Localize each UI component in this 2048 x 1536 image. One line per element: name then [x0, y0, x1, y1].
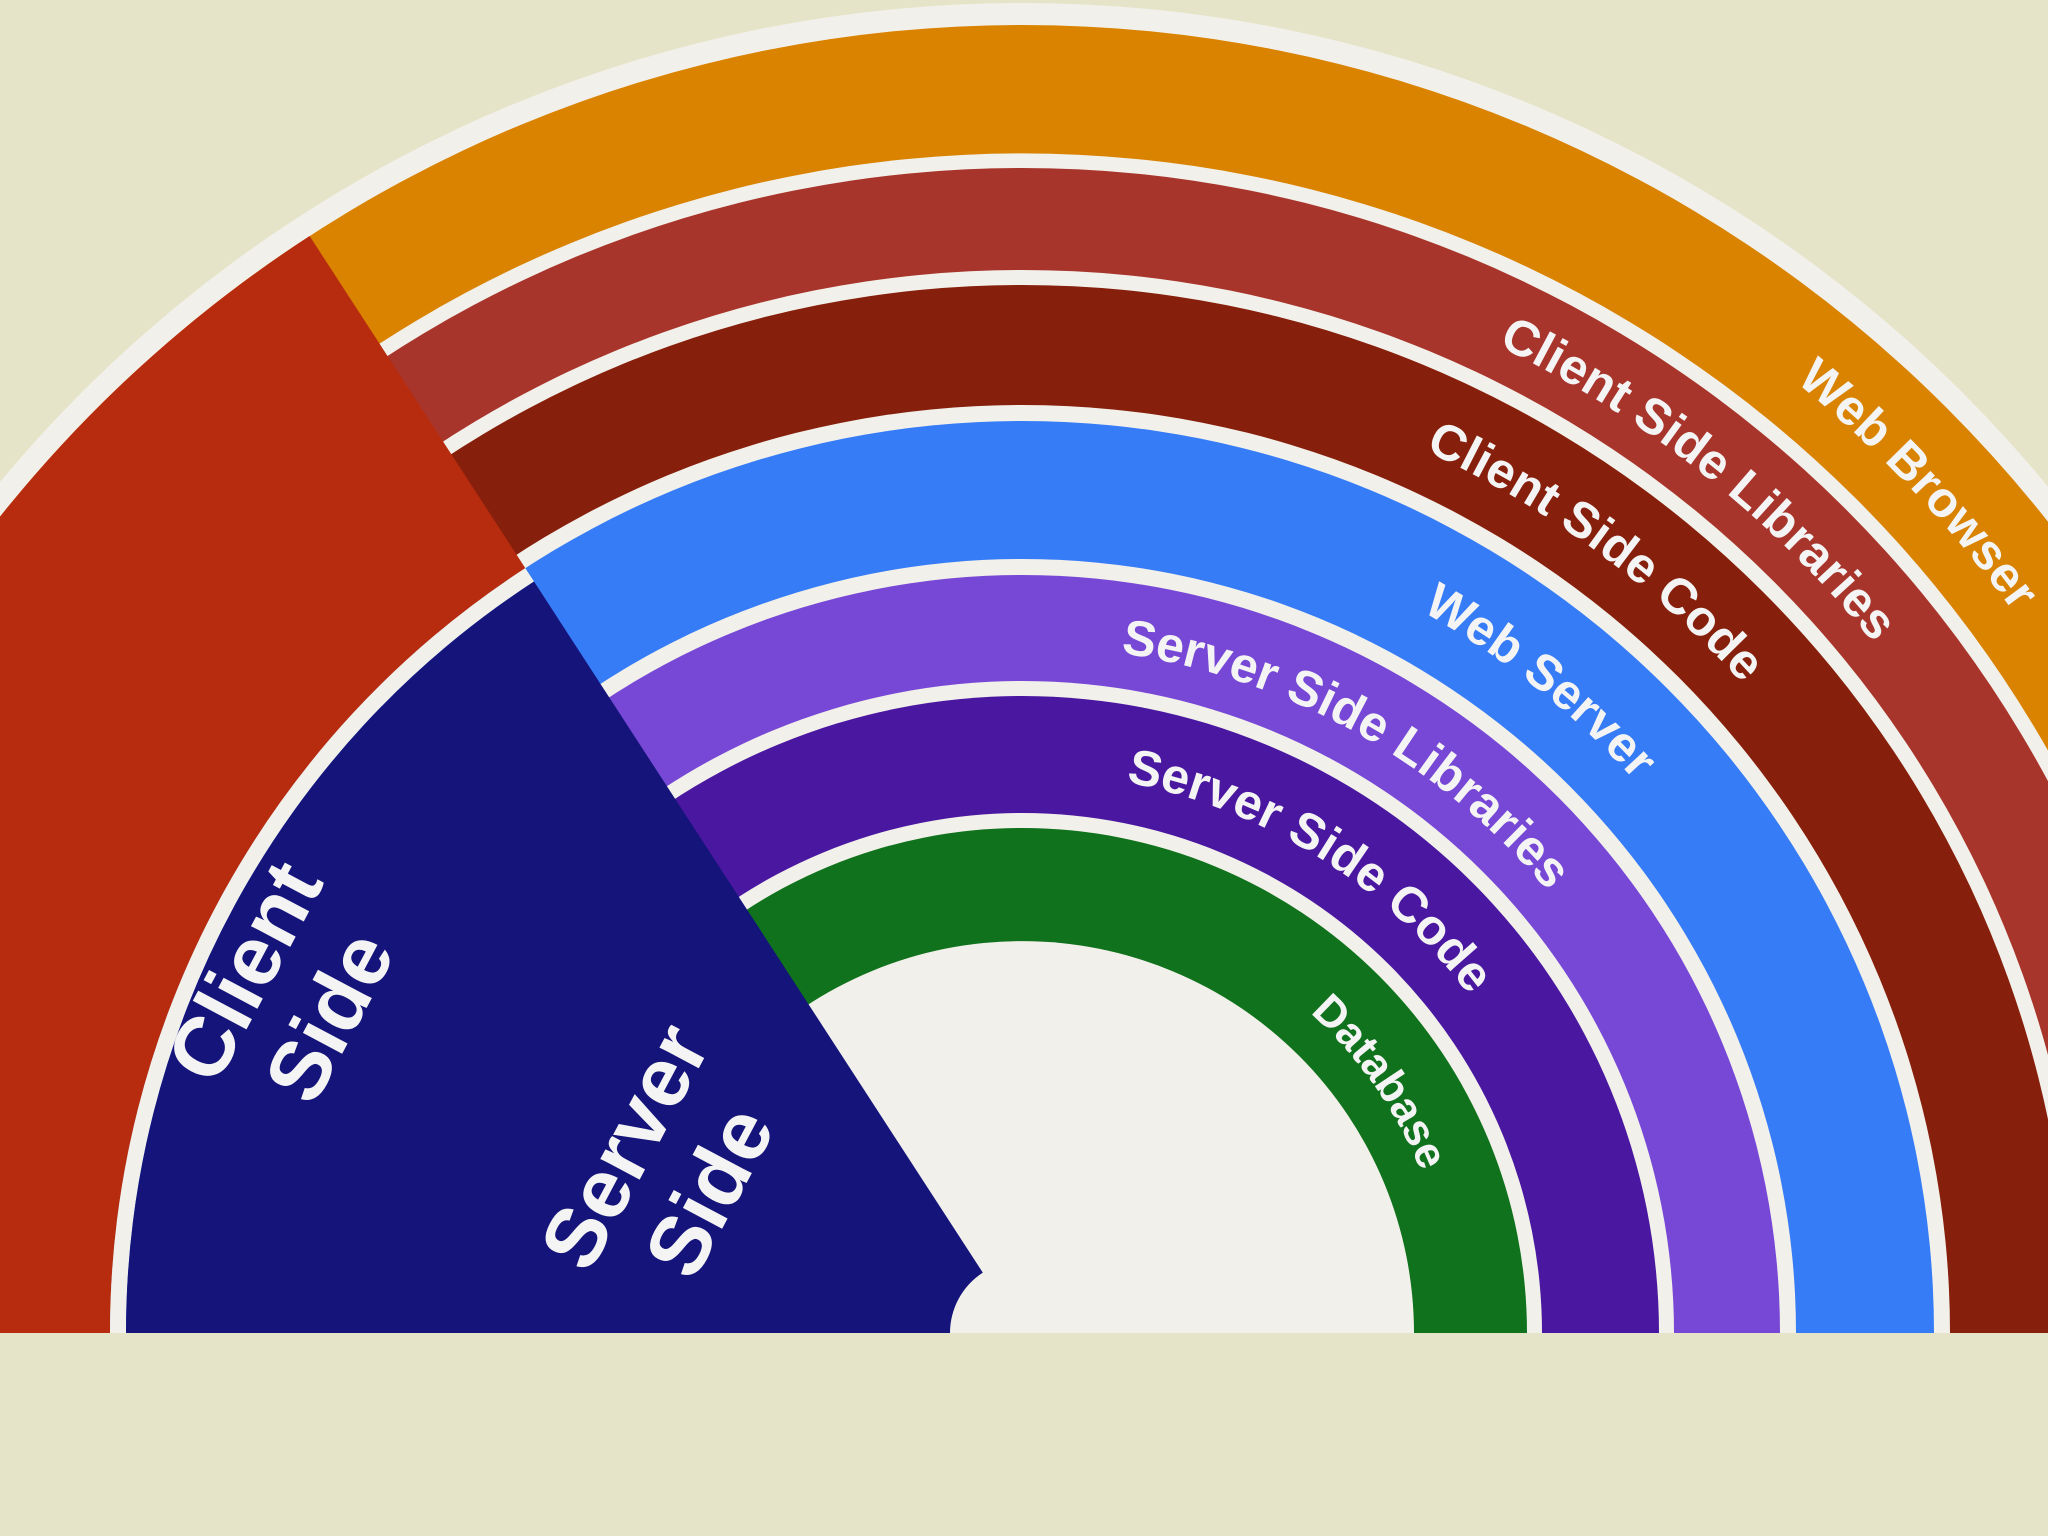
- wedges-group: [0, 236, 2048, 1536]
- center-hub: [950, 1261, 1094, 1333]
- server-side-wedge: [126, 581, 983, 1333]
- client-side-wedge: [0, 236, 526, 1333]
- base-mask: [0, 1333, 2048, 1536]
- server-side-border: [110, 568, 535, 1333]
